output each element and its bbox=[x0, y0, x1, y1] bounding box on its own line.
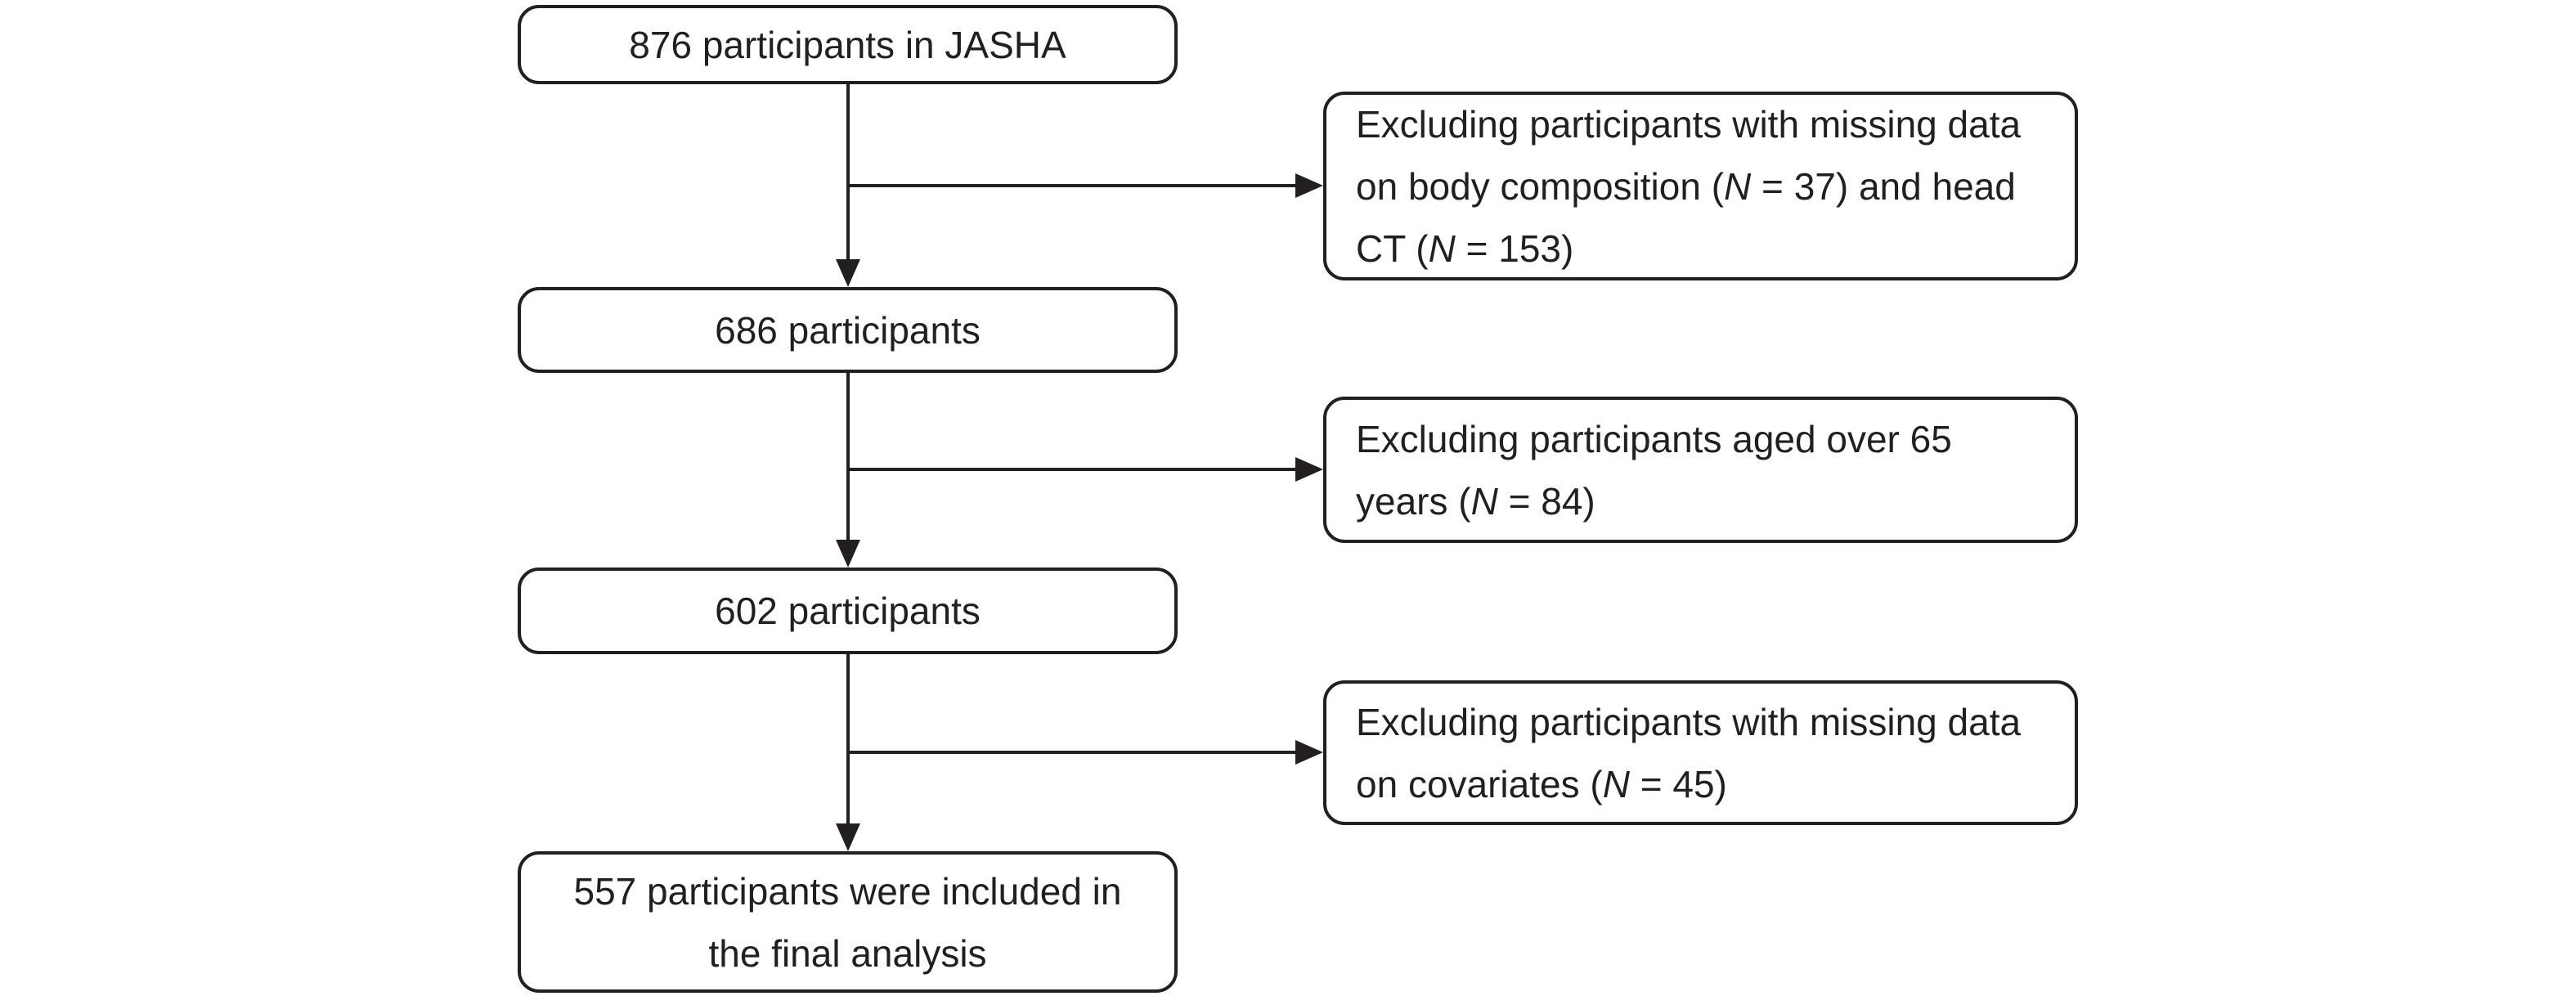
flow-box-686-label: 686 participants bbox=[715, 308, 981, 352]
arrow-branch-exclusion-3 bbox=[848, 740, 1323, 765]
arrow-602-to-557 bbox=[836, 654, 860, 851]
exclusion-box-2-label: Excluding participants aged over 65 year… bbox=[1356, 417, 1952, 523]
exclusion-box-body-composition-head-ct: Excluding participants with missing data… bbox=[1323, 92, 2078, 280]
flow-box-602-participants: 602 participants bbox=[518, 568, 1178, 654]
arrow-686-to-602 bbox=[836, 373, 860, 568]
flow-box-876-participants: 876 participants in JASHA bbox=[518, 5, 1178, 84]
arrow-branch-exclusion-1 bbox=[848, 173, 1323, 198]
flow-box-876-label: 876 participants in JASHA bbox=[629, 23, 1066, 66]
exclusion-box-missing-covariates: Excluding participants with missing data… bbox=[1323, 680, 2078, 825]
arrow-876-to-686 bbox=[836, 84, 860, 287]
arrow-branch-exclusion-2 bbox=[848, 457, 1323, 482]
exclusion-box-aged-over-65: Excluding participants aged over 65 year… bbox=[1323, 397, 2078, 543]
exclusion-box-3-label: Excluding participants with missing data… bbox=[1356, 700, 2022, 805]
exclusion-box-1-label: Excluding participants with missing data… bbox=[1356, 102, 2022, 270]
flow-box-686-participants: 686 participants bbox=[518, 287, 1178, 373]
flow-box-602-label: 602 participants bbox=[715, 590, 981, 632]
